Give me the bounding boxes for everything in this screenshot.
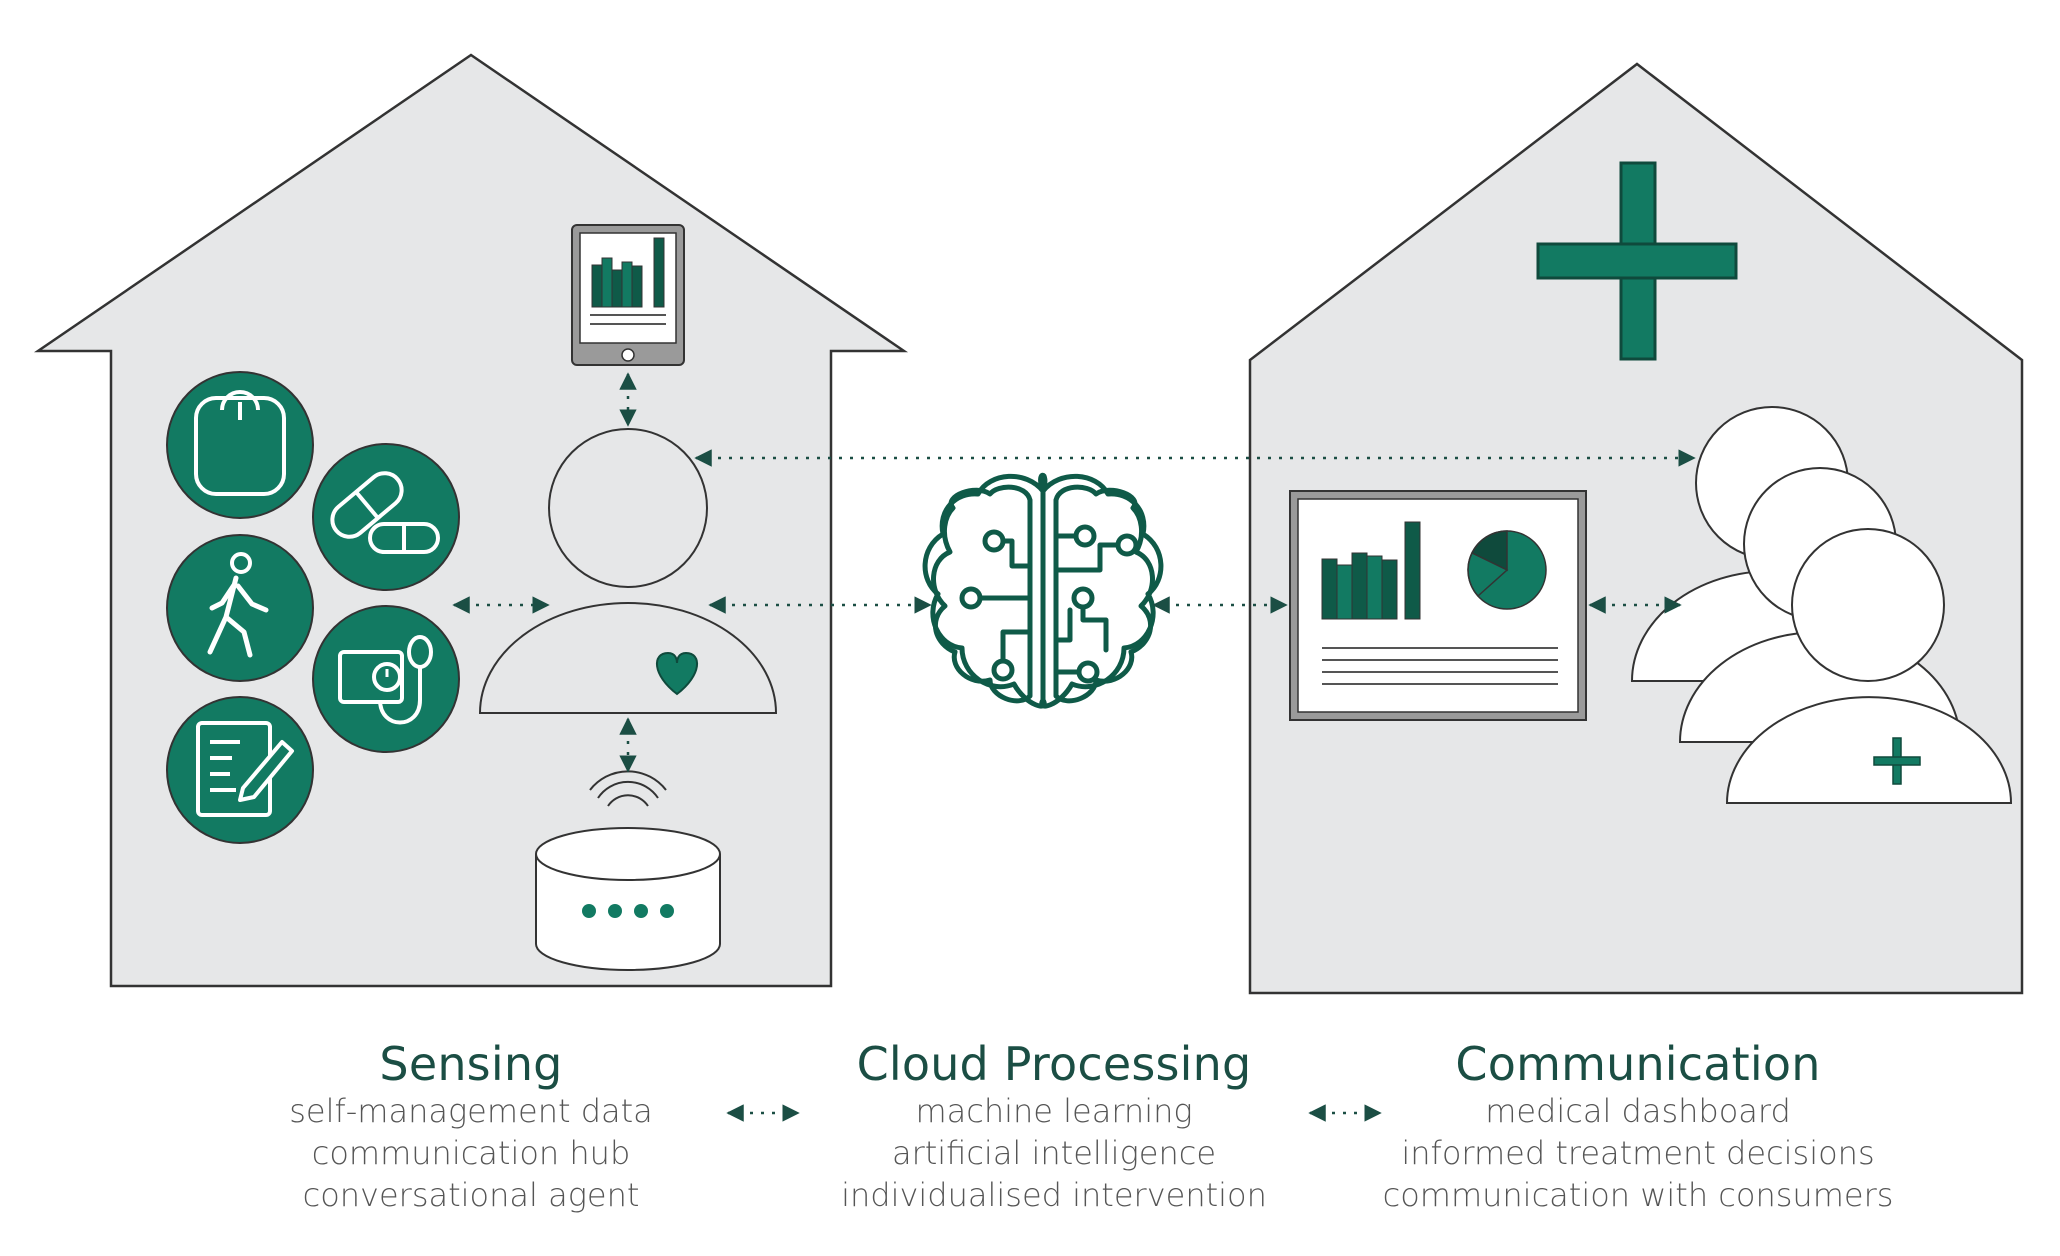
cloud-processing-line-2: artificial intelligence: [891, 1134, 1217, 1172]
medical-dashboard-icon: [1289, 490, 1587, 721]
walking-person-icon: [166, 534, 314, 682]
communication-line-1: medical dashboard: [1485, 1092, 1791, 1130]
pills-icon: [312, 443, 460, 591]
communication-line-2: informed treatment decisions: [1401, 1134, 1875, 1172]
person-icon: [478, 428, 778, 714]
cloud-processing-section: Cloud Processing machine learning artifi…: [704, 1038, 1404, 1216]
smart-speaker-icon: [535, 827, 721, 971]
tablet-chart-icon: [571, 224, 685, 366]
connectors: [452, 372, 1696, 1122]
home-house-icon: [33, 53, 909, 988]
sensing-title: Sensing: [379, 1037, 563, 1091]
cloud-processing-line-3: individualised intervention: [841, 1176, 1267, 1214]
sensing-line-1: self-management data: [289, 1092, 653, 1130]
medical-cross-icon: [1536, 161, 1738, 361]
cloud-processing-title: Cloud Processing: [856, 1037, 1252, 1091]
sensing-line-3: conversational agent: [302, 1176, 640, 1214]
communication-section: Communication medical dashboard informed…: [1288, 1038, 1988, 1216]
heart-icon: [655, 651, 699, 696]
cloud-processing-line-1: machine learning: [915, 1092, 1193, 1130]
communication-title: Communication: [1455, 1037, 1821, 1091]
ai-brain-icon: [922, 472, 1164, 709]
sensing-line-2: communication hub: [311, 1134, 631, 1172]
communication-line-3: communication with consumers: [1382, 1176, 1894, 1214]
weight-scale-icon: [166, 371, 314, 519]
notes-pencil-icon: [166, 696, 314, 844]
blood-pressure-monitor-icon: [312, 605, 460, 753]
clinicians-group-icon: [1630, 406, 2013, 804]
sensing-section: Sensing self-management data communicati…: [121, 1038, 821, 1216]
